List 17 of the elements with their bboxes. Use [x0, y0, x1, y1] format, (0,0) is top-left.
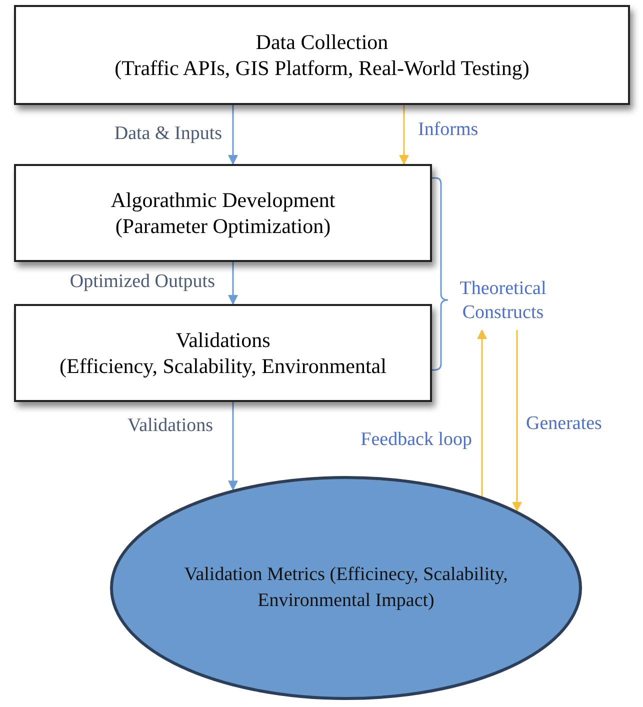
- box-title: Validations: [176, 326, 270, 353]
- arrow: [399, 105, 409, 165]
- process-box: [14, 164, 432, 262]
- box-title: Algorathmic Development: [110, 186, 336, 213]
- box-subtitle: (Parameter Optimization): [115, 213, 331, 240]
- ellipse-text: Validation Metrics (Efficinecy, Scalability, Environmental Impact): [183, 562, 509, 613]
- arrow: [512, 330, 522, 512]
- box-subtitle: (Efficiency, Scalability, Environmental: [60, 353, 386, 380]
- arrow: [228, 105, 238, 165]
- box-title: Data Collection: [256, 28, 388, 55]
- process-box: [14, 304, 432, 402]
- box-subtitle: (Traffic APIs, GIS Platform, Real-World Testing): [114, 55, 530, 82]
- arrow: [228, 402, 238, 491]
- process-box: [14, 5, 630, 105]
- arrow: [228, 262, 238, 305]
- arrow: [477, 329, 487, 496]
- metrics-ellipse: [110, 476, 582, 700]
